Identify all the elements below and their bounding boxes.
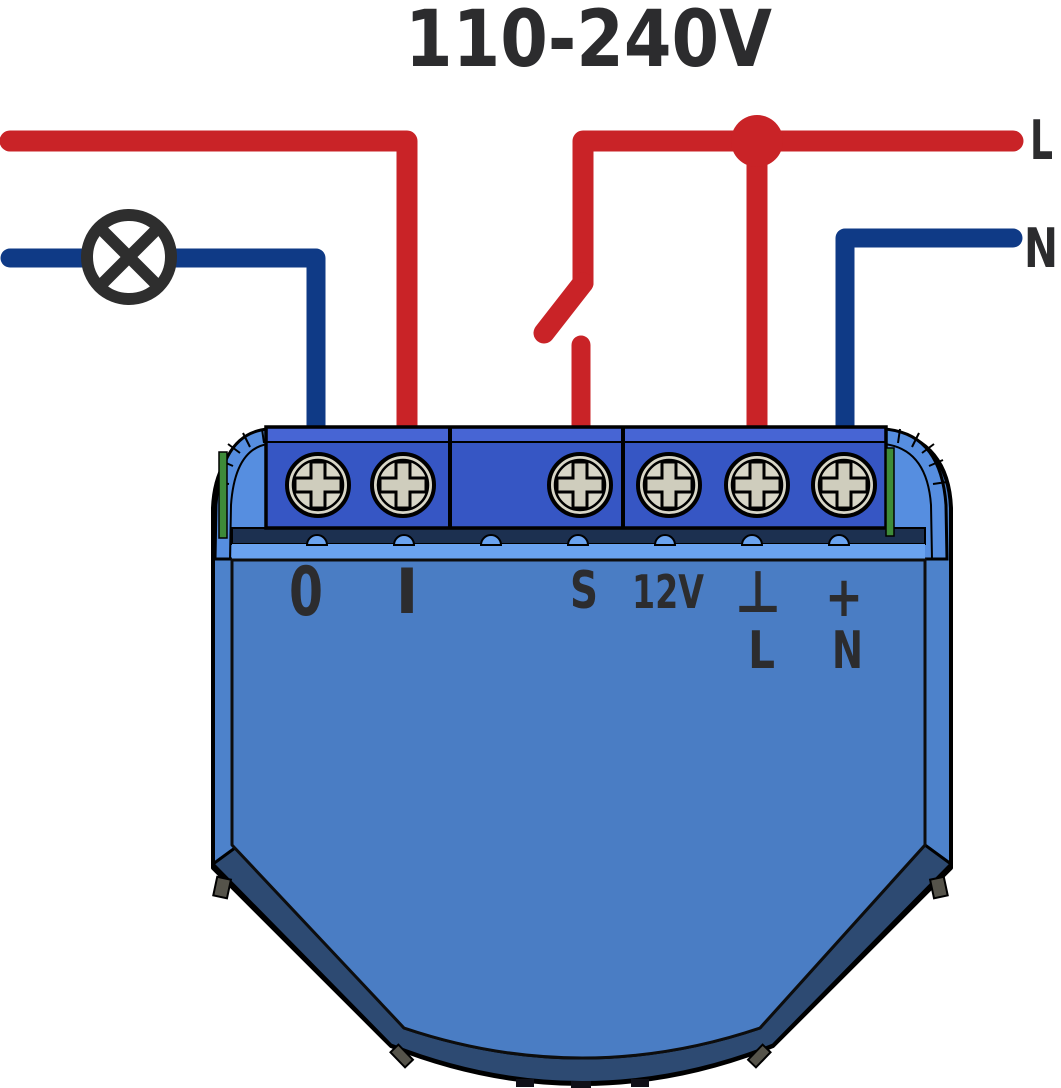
live-bus-wire (572, 130, 1024, 294)
terminal-block-top-strip (268, 429, 884, 441)
pcb-edge-left (218, 451, 228, 539)
pcb-edge-right (885, 447, 895, 537)
junction-dot (731, 115, 783, 167)
neutral-supply-wire (835, 228, 1023, 437)
terminal-label-12v: 12V (632, 565, 704, 619)
relay-device: 0 I S 12V ⊥ + L N (211, 425, 953, 1088)
terminal-screw-0 (285, 452, 351, 518)
terminal-label-ground: ⊥ (735, 558, 781, 626)
device-face (230, 557, 927, 1060)
terminal-sub-label-l: L (748, 621, 775, 681)
face-highlight-strip (232, 544, 925, 560)
bottom-feet (516, 1079, 649, 1088)
lamp-cross-line (94, 222, 164, 292)
terminal-screw-12v (636, 452, 702, 518)
supply-live-label: L (1030, 109, 1053, 172)
terminal-screw-s (547, 452, 613, 518)
switch-lever (533, 272, 594, 344)
terminal-sub-label-n: N (832, 621, 863, 681)
cable-notches (305, 534, 851, 546)
terminal-screw-i (370, 452, 436, 518)
terminal-screw-l (724, 452, 790, 518)
lamp-icon (81, 209, 177, 305)
terminal-label-s: S (570, 561, 598, 621)
terminal-label-i: I (395, 555, 418, 628)
corner-facet-lines (214, 428, 948, 560)
supply-neutral-label: N (1024, 217, 1058, 280)
terminal-label-plus: + (825, 565, 863, 630)
case-notches (212, 875, 949, 1069)
terminal-screw-n (811, 452, 877, 518)
live-feed-wire (0, 130, 418, 438)
voltage-title: 110-240V (405, 0, 772, 85)
terminal-label-0: 0 (289, 553, 323, 632)
